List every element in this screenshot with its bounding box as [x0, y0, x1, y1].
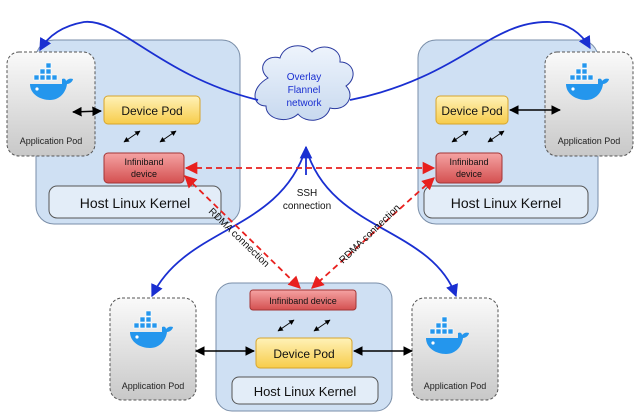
pod-ib-link-arrow	[277, 319, 295, 332]
infiniband-device-top-right[interactable]: Infiniband device	[435, 152, 503, 184]
kernel-top-left: Host Linux Kernel	[48, 185, 222, 219]
device-pod-label: Device Pod	[441, 104, 502, 118]
ssh-label-line2: connection	[283, 201, 331, 212]
application-pod-bottom-right[interactable]: Application Pod	[411, 297, 499, 401]
rdma-link-right	[311, 177, 435, 289]
app-device-link-top-left	[72, 106, 102, 117]
application-pod-top-right[interactable]: Application Pod	[544, 51, 634, 157]
overlay-link-top-left	[39, 21, 259, 101]
rdma-label-left: RDMA connection	[206, 206, 271, 270]
app-pod-label: Application Pod	[122, 381, 185, 391]
device-pod-top-right[interactable]: Device Pod	[435, 95, 509, 125]
kernel-label: Host Linux Kernel	[254, 384, 357, 399]
cloud-label-line2: Flannel	[288, 85, 321, 96]
pod-ib-link-arrow	[123, 130, 141, 143]
cloud-label-line3: network	[286, 98, 322, 109]
device-pod-label: Device Pod	[121, 104, 182, 118]
device-pod-bottom[interactable]: Device Pod	[255, 337, 353, 369]
kernel-label: Host Linux Kernel	[451, 195, 562, 211]
kernel-bottom: Host Linux Kernel	[231, 376, 379, 405]
app-pod-label: Application Pod	[558, 136, 621, 146]
kernel-top-right: Host Linux Kernel	[423, 185, 589, 219]
pod-ib-link-arrow	[313, 319, 331, 332]
overlay-link-top-right	[349, 21, 591, 101]
cloud-label-line1: Overlay	[287, 72, 321, 83]
kernel-label: Host Linux Kernel	[80, 195, 191, 211]
infiniband-label-line1: Infiniband	[449, 157, 488, 167]
infiniband-label: Infiniband device	[269, 296, 337, 306]
ssh-label-line1: SSH	[297, 188, 318, 199]
infiniband-device-top-left[interactable]: Infiniband device	[103, 152, 185, 184]
app-pod-label: Application Pod	[20, 136, 83, 146]
pod-ib-link-arrow	[159, 130, 177, 143]
infiniband-label-line2: device	[456, 169, 482, 179]
rdma-link-left	[184, 175, 301, 289]
infiniband-device-bottom[interactable]: Infiniband device	[249, 289, 357, 311]
pod-ib-link-arrow	[451, 130, 469, 143]
pod-ib-link-arrow	[487, 130, 505, 143]
device-pod-top-left[interactable]: Device Pod	[103, 95, 201, 125]
infiniband-label-line1: Infiniband	[124, 157, 163, 167]
device-pod-label: Device Pod	[273, 347, 334, 361]
application-pod-top-left[interactable]: Application Pod	[6, 51, 96, 157]
application-pod-bottom-left[interactable]: Application Pod	[109, 297, 197, 401]
overlay-flannel-cloud: Overlay Flannel network	[254, 45, 354, 121]
infiniband-label-line2: device	[131, 169, 157, 179]
app-pod-label: Application Pod	[424, 381, 487, 391]
